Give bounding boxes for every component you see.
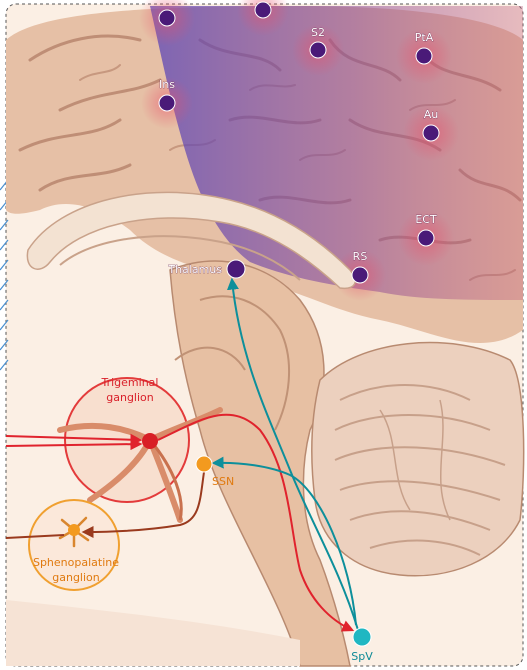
region-label-rs: RS (353, 250, 368, 263)
region-dot-ins (159, 95, 175, 111)
spv-label: SpV (351, 650, 373, 663)
region-dot-s2 (310, 42, 326, 58)
ssn-label: SSN (212, 475, 234, 488)
region-dot-au (423, 125, 439, 141)
thalamus-dot (227, 260, 245, 278)
sphenopalatine-ganglion-dot (68, 524, 80, 536)
sphenopalatine-label-line1: Sphenopalatine (33, 556, 119, 569)
trigeminal-ganglion-dot (142, 433, 158, 449)
ssn-dot (196, 456, 212, 472)
region-dot-pta (416, 48, 432, 64)
spv-dot (353, 628, 371, 646)
region-dot-top2 (255, 2, 271, 18)
region-dot-top1 (159, 10, 175, 26)
region-label-au: Au (424, 108, 439, 121)
thalamus-label: Thalamus (167, 263, 222, 276)
region-dot-rs (352, 267, 368, 283)
region-label-ins: Ins (159, 78, 175, 91)
region-label-pta: PtA (415, 31, 434, 44)
region-label-ect: ECT (415, 213, 437, 226)
sphenopalatine-label-line2: ganglion (52, 571, 100, 584)
trigeminal-label-line1: Trigeminal (101, 376, 159, 389)
region-label-s2: S2 (311, 26, 325, 39)
cerebellum (312, 343, 524, 576)
region-dot-ect (418, 230, 434, 246)
trigeminal-label-line2: ganglion (106, 391, 154, 404)
